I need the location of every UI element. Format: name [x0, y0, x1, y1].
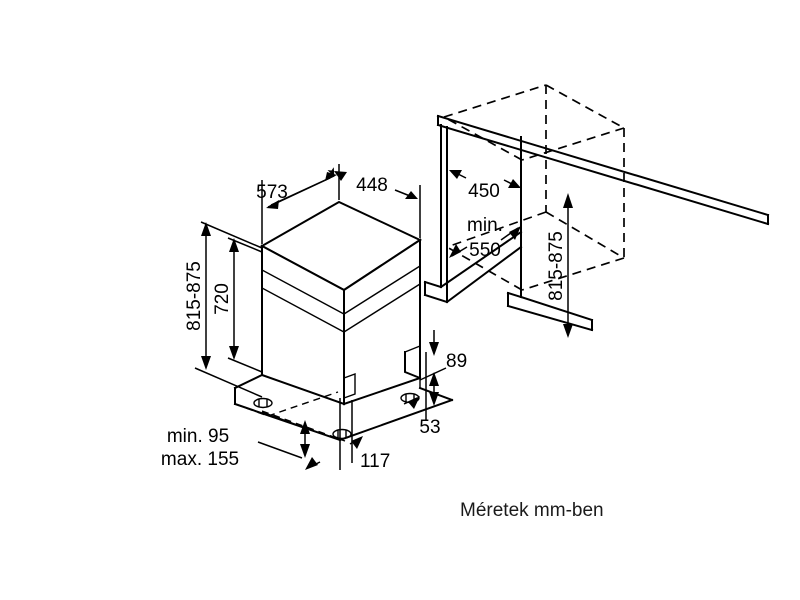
dimension-label-815-875-left: 815-875	[184, 261, 205, 331]
dimension-448: 448	[334, 171, 421, 238]
dimension-label-450: 450	[468, 181, 500, 202]
dimension-label-573: 573	[256, 182, 288, 203]
niche-left-panel	[423, 124, 449, 304]
worktop-slab	[436, 114, 770, 226]
niche-right-panel	[506, 136, 594, 332]
dimension-label-min-prefix: min.	[467, 215, 503, 236]
dimension-117: 117	[305, 398, 390, 472]
dimension-89: 89	[419, 330, 467, 420]
dimension-815-875-niche: 815-875	[546, 193, 573, 338]
dimension-label-min-95: min. 95	[167, 426, 229, 447]
niche-floor-edges	[439, 230, 523, 304]
dimension-label-448: 448	[356, 175, 388, 196]
dimension-label-53: 53	[419, 417, 440, 438]
dimension-min95-max155: min. 95 max. 155	[161, 411, 310, 470]
dimension-label-89: 89	[446, 351, 467, 372]
hidden-appliance-outline	[443, 84, 625, 291]
dimension-label-550: 550	[469, 240, 501, 261]
dimension-815-875-left: 815-875	[184, 221, 263, 398]
dimension-label-max-155: max. 155	[161, 449, 239, 470]
dimension-573: 573	[256, 164, 340, 244]
units-caption: Méretek mm-ben	[460, 500, 604, 521]
dishwasher-body	[259, 200, 423, 406]
dimension-min-550: min. 550	[449, 215, 521, 261]
dimension-53: 53	[403, 372, 441, 438]
dimension-720: 720	[212, 237, 263, 373]
dimension-label-117: 117	[360, 451, 390, 472]
dimension-label-720: 720	[212, 283, 233, 315]
dimension-450: 450	[449, 170, 521, 202]
dimension-label-815-875-niche: 815-875	[546, 231, 567, 301]
